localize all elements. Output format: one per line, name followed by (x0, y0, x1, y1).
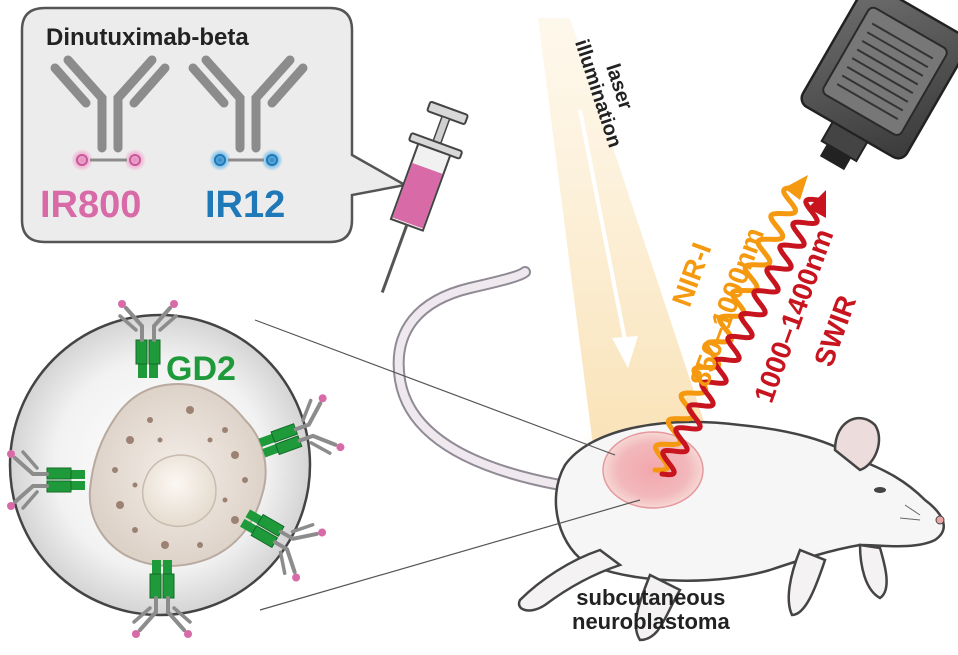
swir-arrowhead-icon (808, 190, 826, 218)
gd2-receptor-group (7, 300, 345, 638)
syringe-icon (380, 101, 469, 293)
laser-arrow-icon (578, 109, 638, 368)
gd2-receptor-icon (7, 450, 85, 510)
gd2-receptor-icon (258, 394, 345, 458)
camera-icon (800, 0, 958, 171)
tumor-label: subcutaneous neuroblastoma (572, 585, 730, 634)
antibody-icon (50, 55, 170, 153)
probe-label-ir800: IR800 (40, 184, 142, 226)
ir12-dye-icon (209, 149, 283, 171)
gd2-receptor-icon (240, 509, 327, 582)
zoom-line (254, 319, 616, 456)
ir800-dye-icon (71, 149, 146, 171)
antibody-icon (188, 55, 308, 153)
callout-title: Dinutuximab-beta (46, 24, 249, 51)
zoom-line (259, 499, 641, 611)
probe-label-ir12: IR12 (205, 184, 286, 226)
nir-arrowhead-icon (784, 175, 808, 200)
gd2-receptor-icon (118, 300, 178, 378)
swir-emission-wave (659, 196, 821, 478)
gd2-receptor-icon (132, 560, 192, 638)
laser-beam (538, 18, 720, 500)
nir-emission-wave (652, 185, 799, 473)
tumor-cell-icon (88, 383, 267, 567)
callout-box (20, 6, 409, 244)
mouse-tail (392, 266, 566, 491)
gd2-label: GD2 (166, 350, 236, 388)
